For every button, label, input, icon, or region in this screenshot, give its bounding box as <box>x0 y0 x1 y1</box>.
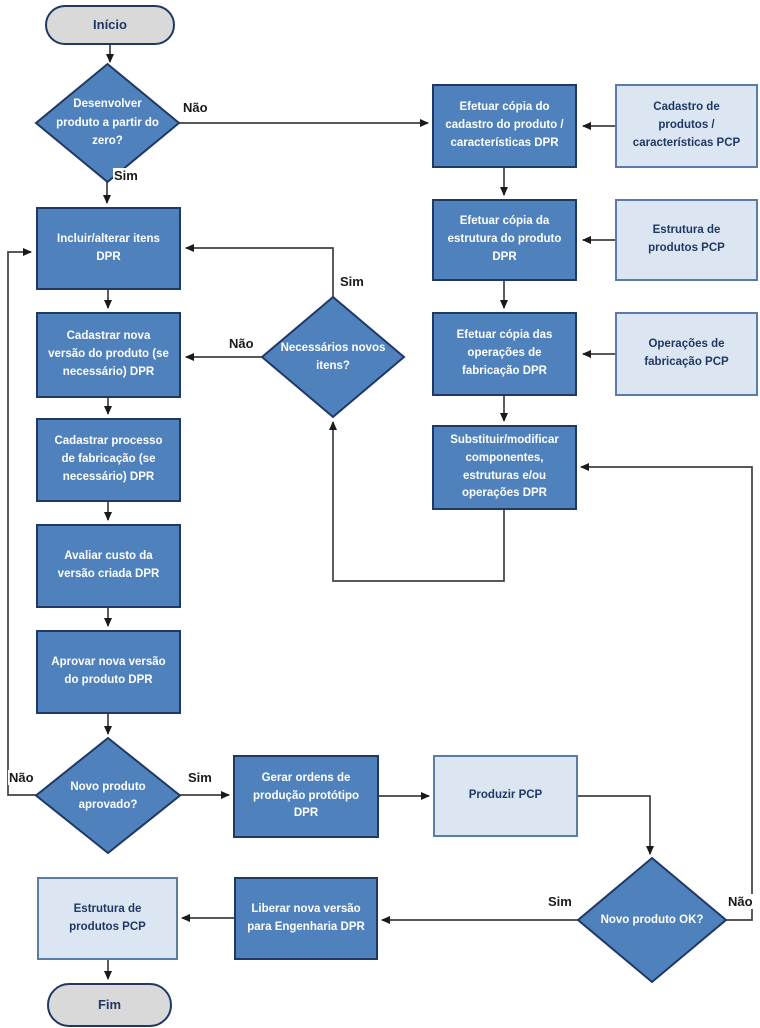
decision-novo-produto-ok-shape <box>576 856 728 984</box>
reference-operacoes-fabricacao-pcp-label: Operações de fabricação PCP <box>644 338 729 368</box>
edge-label-novositens-nao: Não <box>228 336 255 351</box>
process-incluir-alterar-itens-label: Incluir/alterar itens DPR <box>57 232 160 263</box>
process-incluir-alterar-itens: Incluir/alterar itens DPR <box>36 207 181 290</box>
reference-estrutura-produtos-pcp: Estrutura de produtos PCP <box>615 199 758 281</box>
process-copia-estrutura-label: Efetuar cópia da estrutura do produto DP… <box>447 215 562 263</box>
reference-estrutura-produtos-pcp-label: Estrutura de produtos PCP <box>648 224 725 254</box>
reference-produzir-pcp-label: Produzir PCP <box>468 789 543 802</box>
reference-estrutura-produtos-bottom: Estrutura de produtos PCP <box>37 877 178 960</box>
process-substituir-modificar-label: Substituir/modificar componentes, estrut… <box>450 433 559 500</box>
process-gerar-ordens-prototipo-label: Gerar ordens de produção protótipo DPR <box>252 771 360 820</box>
edge-label-novositens-sim: Sim <box>339 274 365 289</box>
reference-cadastro-produtos-pcp-label: Cadastro de produtos / características P… <box>632 101 741 149</box>
process-cadastrar-processo-fabricacao: Cadastrar processo de fabricação (se nec… <box>36 418 181 502</box>
edge-label-devzero-nao: Não <box>182 100 209 115</box>
process-copia-operacoes-label: Efetuar cópia das operações de fabricaçã… <box>456 329 553 377</box>
decision-novo-produto-aprovado-shape <box>34 736 182 855</box>
decision-desenvolver-do-zero-shape <box>34 62 181 184</box>
edge-label-devzero-sim: Sim <box>113 168 139 183</box>
reference-produzir-pcp: Produzir PCP <box>433 755 578 837</box>
connector-produzir-novook <box>578 795 654 855</box>
terminator-fim-label: Fim <box>97 996 122 1012</box>
process-gerar-ordens-prototipo: Gerar ordens de produção protótipo DPR <box>233 755 379 838</box>
process-copia-cadastro-label: Efetuar cópia do cadastro do produto / c… <box>445 101 564 149</box>
reference-estrutura-produtos-bottom-label: Estrutura de produtos PCP <box>69 902 146 933</box>
reference-operacoes-fabricacao-pcp: Operações de fabricação PCP <box>615 312 758 396</box>
edge-label-aprovado-nao: Não <box>8 770 35 785</box>
process-cadastrar-nova-versao-label: Cadastrar nova versão do produto (se nec… <box>48 330 169 378</box>
process-substituir-modificar: Substituir/modificar componentes, estrut… <box>432 425 577 510</box>
connector-substituir-novositens <box>329 421 505 582</box>
process-copia-operacoes: Efetuar cópia das operações de fabricaçã… <box>432 312 577 396</box>
process-cadastrar-processo-fabricacao-label: Cadastrar processo de fabricação (se nec… <box>54 435 163 483</box>
connector-novook-nao-loop <box>580 463 753 921</box>
process-liberar-nova-versao: Liberar nova versão para Engenharia DPR <box>234 877 378 960</box>
terminator-inicio: Início <box>45 5 175 45</box>
connector-novositens-sim <box>185 244 334 297</box>
process-aprovar-nova-versao-label: Aprovar nova versão do produto DPR <box>51 656 166 686</box>
edge-label-novook-nao: Não <box>727 894 754 909</box>
process-avaliar-custo-label: Avaliar custo da versão criada DPR <box>57 550 160 580</box>
edge-label-aprovado-sim: Sim <box>187 770 213 785</box>
process-cadastrar-nova-versao: Cadastrar nova versão do produto (se nec… <box>36 312 181 398</box>
process-aprovar-nova-versao: Aprovar nova versão do produto DPR <box>36 630 181 714</box>
process-copia-estrutura: Efetuar cópia da estrutura do produto DP… <box>432 199 577 281</box>
edge-label-novook-sim: Sim <box>547 894 573 909</box>
process-avaliar-custo: Avaliar custo da versão criada DPR <box>36 524 181 608</box>
connector-aprovado-nao-loop <box>7 248 36 796</box>
terminator-fim: Fim <box>47 983 172 1027</box>
decision-necessarios-novos-itens-shape <box>260 295 406 419</box>
process-liberar-nova-versao-label: Liberar nova versão para Engenharia DPR <box>247 902 365 933</box>
process-copia-cadastro: Efetuar cópia do cadastro do produto / c… <box>432 84 577 168</box>
reference-cadastro-produtos-pcp: Cadastro de produtos / características P… <box>615 84 758 168</box>
terminator-inicio-label: Início <box>93 16 127 32</box>
